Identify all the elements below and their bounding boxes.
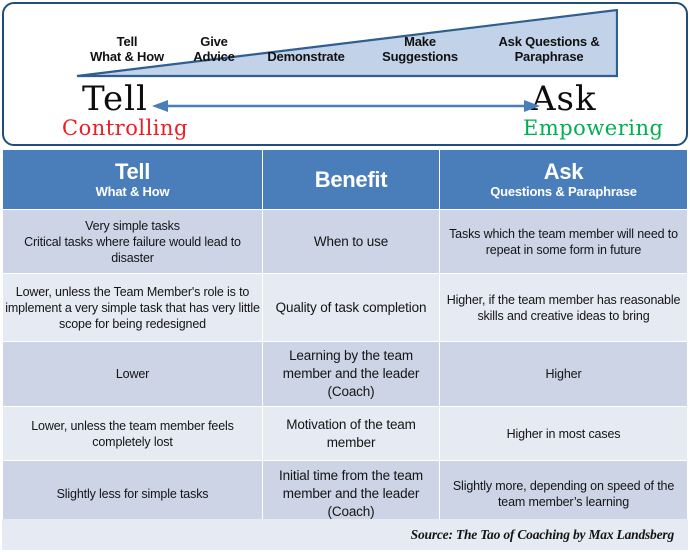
- column-header-ask: Ask Questions & Paraphrase: [440, 150, 687, 209]
- spectrum-word-ask: Ask: [531, 79, 597, 119]
- cell-ask: Slightly more, depending on speed of the…: [440, 461, 687, 527]
- table-header: Tell What & How Benefit Ask Questions & …: [3, 150, 687, 209]
- column-header-tell-main: Tell: [114, 158, 151, 184]
- cell-ask: Higher in most cases: [440, 407, 687, 460]
- wedge-label-tell: Tell What & How: [66, 34, 188, 64]
- wedge-label-ask-line2: Paraphrase: [514, 49, 584, 64]
- wedge-label-ask-line1: Ask Questions &: [498, 34, 600, 49]
- wedge-label-demonstrate-text: Demonstrate: [267, 49, 345, 64]
- cell-ask: Higher, if the team member has reasonabl…: [440, 274, 687, 341]
- column-header-tell-sub: What & How: [95, 183, 170, 199]
- wedge-label-ask-questions: Ask Questions & Paraphrase: [482, 34, 616, 64]
- spectrum-panel: Tell What & How Give Advice Demonstrate …: [2, 2, 688, 146]
- cell-tell: Lower, unless the team member feels comp…: [3, 407, 262, 460]
- spectrum-caption-empowering: Empowering: [523, 116, 664, 140]
- column-header-benefit-main: Benefit: [314, 166, 388, 192]
- tapering-wedge-shape: [76, 9, 618, 78]
- cell-tell: Slightly less for simple tasks: [3, 461, 262, 527]
- column-header-ask-sub: Questions & Paraphrase: [490, 183, 637, 199]
- double-headed-arrow-icon: [152, 98, 540, 114]
- spectrum-caption-controlling: Controlling: [62, 116, 188, 140]
- cell-tell: Lower: [3, 342, 262, 406]
- cell-benefit: Quality of task completion: [263, 274, 439, 341]
- column-header-benefit: Benefit: [263, 150, 439, 209]
- cell-benefit: When to use: [263, 210, 439, 273]
- cell-tell: Lower, unless the Team Member's role is …: [3, 274, 262, 341]
- cell-benefit: Motivation of the team member: [263, 407, 439, 460]
- wedge-label-give-line2: Advice: [193, 49, 235, 64]
- wedge-label-make-line1: Make: [404, 34, 436, 49]
- source-bar: Source: The Tao of Coaching by Max Lands…: [2, 519, 688, 550]
- spectrum-word-tell: Tell: [82, 79, 148, 119]
- wedge-label-demonstrate: Demonstrate: [244, 49, 368, 64]
- wedge-label-tell-line2: What & How: [90, 49, 164, 64]
- table-row: Lower Learning by the team member and th…: [3, 342, 687, 406]
- cell-benefit: Initial time from the team member and th…: [263, 461, 439, 527]
- wedge-label-give-advice: Give Advice: [172, 34, 256, 64]
- header-row: Tell What & How Benefit Ask Questions & …: [3, 150, 687, 209]
- column-header-ask-main: Ask: [543, 158, 584, 184]
- table-row: Slightly less for simple tasks Initial t…: [3, 461, 687, 527]
- tell-vs-ask-comparison-table: Tell What & How Benefit Ask Questions & …: [2, 149, 688, 550]
- cell-benefit: Learning by the team member and the lead…: [263, 342, 439, 406]
- cell-ask: Tasks which the team member will need to…: [440, 210, 687, 273]
- table-row: Lower, unless the Team Member's role is …: [3, 274, 687, 341]
- column-header-tell: Tell What & How: [3, 150, 262, 209]
- comparison-table: Tell What & How Benefit Ask Questions & …: [2, 149, 688, 528]
- source-citation: Source: The Tao of Coaching by Max Lands…: [410, 526, 675, 542]
- cell-ask: Higher: [440, 342, 687, 406]
- wedge-label-make-line2: Suggestions: [382, 49, 458, 64]
- wedge-label-give-line1: Give: [200, 34, 228, 49]
- wedge-label-make-suggestions: Make Suggestions: [364, 34, 476, 64]
- table-row: Lower, unless the team member feels comp…: [3, 407, 687, 460]
- wedge-label-tell-line1: Tell: [116, 34, 138, 49]
